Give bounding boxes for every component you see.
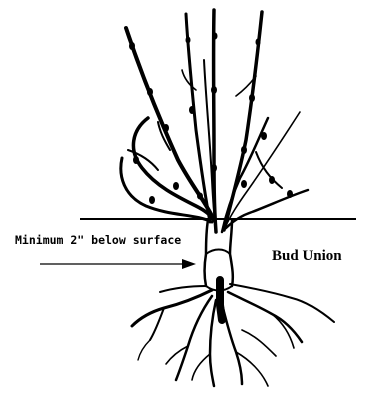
rose-canes (121, 10, 308, 232)
pointer-arrow (40, 259, 196, 269)
bud-union-label: Bud Union (272, 248, 342, 264)
depth-label: Minimum 2" below surface (15, 233, 181, 247)
roots (132, 280, 334, 386)
